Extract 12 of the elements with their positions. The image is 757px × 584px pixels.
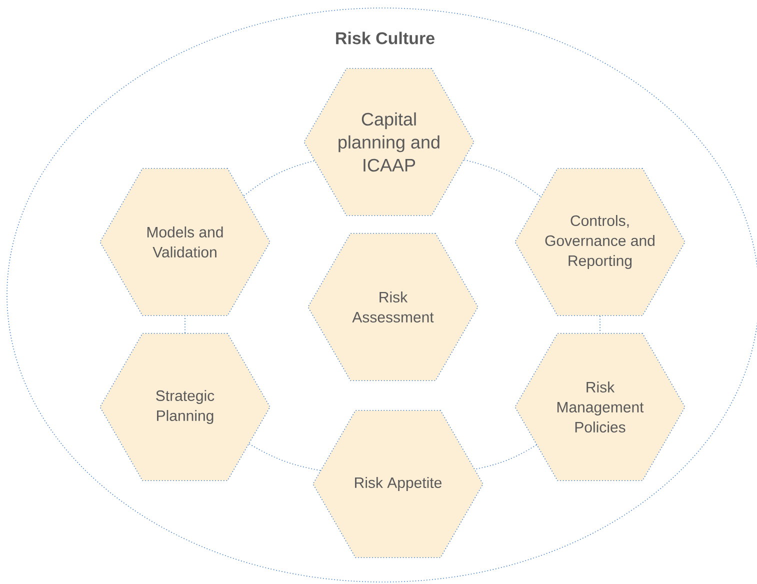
hexagon: Risk Assessment xyxy=(308,232,478,381)
connector xyxy=(184,316,186,334)
connector xyxy=(464,159,542,198)
hexagon: Controls, Governance and Reporting xyxy=(514,168,686,316)
connector xyxy=(248,443,321,471)
connector xyxy=(243,160,315,196)
hexagon: Risk Appetite xyxy=(312,410,484,558)
hexagon: Models and Validation xyxy=(100,168,270,316)
hexagon: Strategic Planning xyxy=(100,332,270,481)
connector xyxy=(474,444,537,470)
hexagon: Capital planning and ICAAP xyxy=(304,68,474,216)
hexagon: Risk Management Policies xyxy=(514,332,686,481)
